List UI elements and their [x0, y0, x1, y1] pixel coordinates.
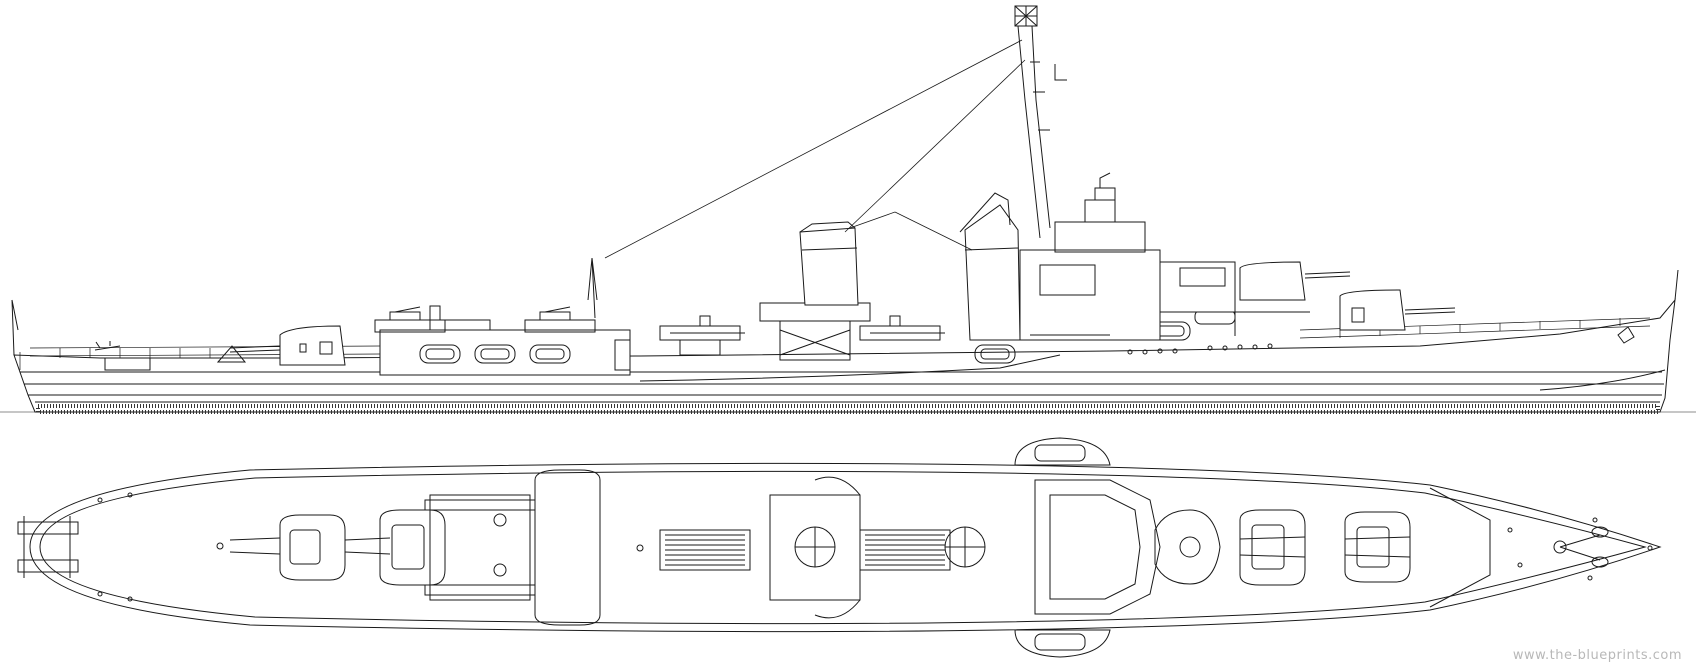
- jack-staff: [12, 300, 18, 355]
- plan-view: [18, 438, 1660, 657]
- forecastle-break: [1235, 312, 1310, 336]
- forward-gun-a: [1340, 290, 1455, 330]
- portholes: [1128, 344, 1272, 354]
- stern-light-aa: [95, 341, 120, 350]
- searchlight-platform: [760, 303, 870, 360]
- rigging-stays: [605, 40, 1025, 258]
- forward-funnel-plan: [945, 527, 985, 567]
- keel-hatching: [38, 406, 1658, 412]
- anchor-gear-plan: [1554, 527, 1608, 567]
- midship-torpedo-mounts: [660, 316, 945, 355]
- stern-depth-charge-racks: [18, 516, 78, 578]
- hull-plan: [30, 463, 1660, 631]
- radar-antenna: [1015, 6, 1037, 26]
- mainmast: [1018, 26, 1067, 238]
- bridge-plan: [1035, 480, 1220, 614]
- aft-funnel: [800, 222, 858, 305]
- deck-fittings: [98, 493, 1652, 601]
- aft-main-gun: [230, 326, 345, 365]
- aft-deckhouse: [375, 258, 630, 375]
- anchor-icon: [1618, 327, 1634, 343]
- plan-gun-mounts: [230, 510, 1410, 585]
- aft-funnel-plan: [770, 477, 860, 618]
- boat-davits: [1015, 438, 1110, 657]
- watermark-text: www.the-blueprints.com: [1512, 648, 1682, 663]
- bow-staff: [1675, 270, 1678, 300]
- hull-side: [0, 300, 1696, 412]
- bridge-superstructure: [1020, 173, 1235, 340]
- aft-triangle-marker: [218, 346, 245, 362]
- stern-stand: [105, 358, 150, 370]
- side-profile-view: [0, 6, 1696, 412]
- forward-gun-b: [1240, 262, 1350, 300]
- forward-funnel: [960, 193, 1020, 340]
